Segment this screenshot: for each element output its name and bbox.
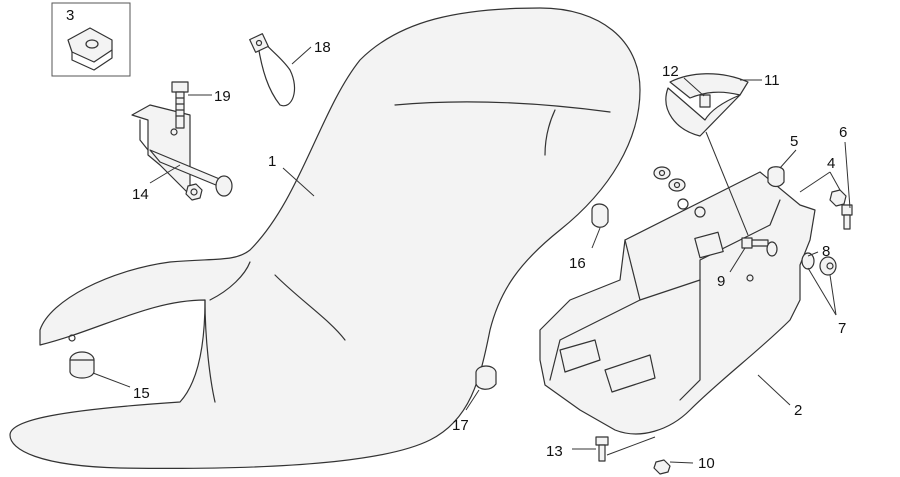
pad-17: [475, 365, 497, 390]
callout-7: 7: [838, 320, 846, 337]
nut-4: [829, 189, 847, 207]
callout-19: 19: [214, 88, 231, 105]
callout-6: 6: [839, 124, 847, 141]
nut-10: [653, 459, 671, 475]
callout-2: 2: [794, 402, 802, 419]
callout-10: 10: [698, 455, 715, 472]
leader-lines: [92, 46, 851, 464]
nut-14: [185, 183, 203, 201]
grommet-left-b: [668, 178, 686, 192]
callout-9: 9: [717, 273, 725, 290]
bolt-19: [171, 81, 189, 129]
callout-18: 18: [314, 39, 331, 56]
clip-11: [665, 73, 749, 137]
washer-8b: [819, 256, 837, 276]
callout-labels: 1 2 3 4 5 6 7 8 9 10 11 12 13 14 15 16 1…: [66, 7, 847, 472]
callout-13: 13: [546, 443, 563, 460]
bolt-6: [841, 204, 853, 230]
washer-8a: [801, 252, 815, 270]
bolt-13: [595, 436, 609, 462]
tray-hole-17: [68, 334, 76, 342]
callout-5: 5: [790, 133, 798, 150]
inset-part-3: [51, 2, 131, 77]
grommet-left-a: [653, 166, 671, 180]
callout-3: 3: [66, 7, 74, 24]
callout-15: 15: [133, 385, 150, 402]
callout-1: 1: [268, 153, 276, 170]
callout-4: 4: [827, 155, 835, 172]
callout-17: 17: [452, 417, 469, 434]
callout-8: 8: [822, 243, 830, 260]
bolt-9: [741, 237, 769, 249]
callout-16: 16: [569, 255, 586, 272]
grommet-5: [767, 166, 785, 188]
callout-14: 14: [132, 186, 149, 203]
callout-11: 11: [764, 72, 780, 89]
seat: [9, 7, 641, 469]
bumper-15: [69, 351, 95, 379]
pad-16: [591, 203, 609, 228]
callout-12: 12: [662, 63, 679, 80]
strap-cable: [249, 33, 295, 107]
washer-9: [766, 241, 778, 257]
